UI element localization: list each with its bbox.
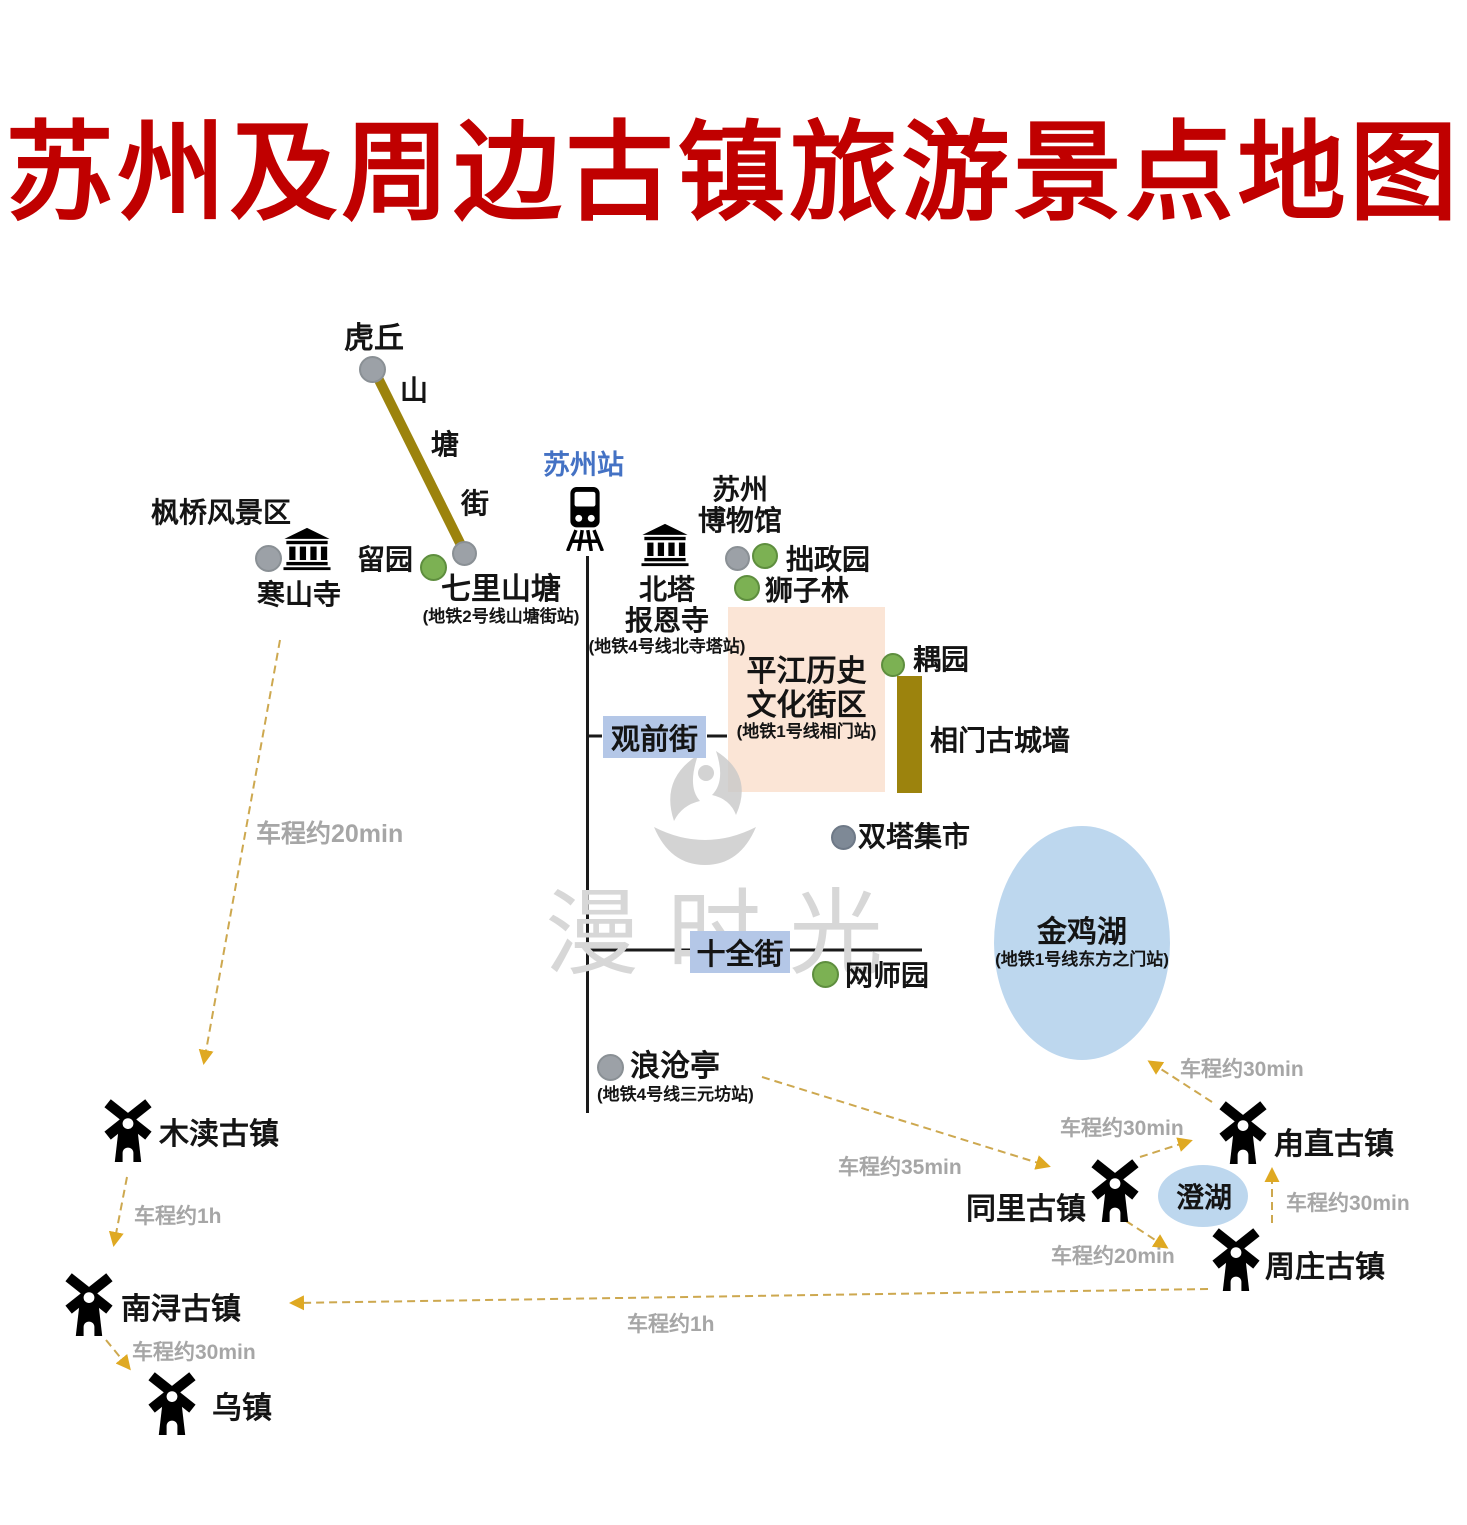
page-title: 苏州及周边古镇旅游景点地图 [5, 112, 1462, 233]
beita-label-line1: 北塔 [638, 574, 695, 605]
route-tongli-luzhi-line [1139, 1137, 1193, 1158]
shiquan-street-text: 十全街 [696, 939, 784, 971]
shizilin-label: 狮子林 [765, 575, 850, 606]
qilishantang-metro-label: (地铁2号线山塘街站) [422, 606, 580, 626]
suzhou-museum-line1: 苏州 [711, 474, 768, 505]
tongli-label: 同里古镇 [966, 1193, 1086, 1226]
canglangting-label: 浪沧亭 [630, 1050, 720, 1083]
guanqian-street-text: 观前街 [610, 724, 698, 756]
pingjiang-block: 平江历史 文化街区 (地铁1号线相门站) [728, 655, 885, 742]
jinjihu-label: 金鸡湖 [1037, 916, 1127, 949]
route-tongli-zhouzhuang-label: 车程约20min [1051, 1245, 1175, 1268]
canglangting-metro-label: (地铁4号线三元坊站) [597, 1085, 754, 1104]
pingjiang-line1: 平江历史 [746, 655, 867, 688]
route-canglangting-tongli-label: 车程约35min [838, 1156, 962, 1179]
guanqian-street-label: 观前街 [603, 716, 706, 758]
route-nanxun-wuzhen-label: 车程约30min [132, 1341, 256, 1364]
tongli-windmill-icon [1085, 1156, 1145, 1222]
liuyuan-dot [420, 554, 447, 581]
nanxun-windmill-icon [59, 1270, 119, 1336]
jinjihu-block: 金鸡湖 (地铁1号线东方之门站) [994, 916, 1170, 969]
beita-museum-icon [641, 523, 689, 567]
huqiu-label: 虎丘 [344, 322, 404, 355]
shantang-char-2: 塘 [431, 429, 460, 460]
museum-dot [725, 546, 750, 571]
route-mudu-nanxun-label: 车程约1h [134, 1205, 222, 1228]
wuzhen-label: 乌镇 [212, 1392, 272, 1425]
ouyuan-label: 耦园 [913, 644, 970, 675]
mudu-label: 木渎古镇 [159, 1118, 279, 1151]
route-zhouzhuang-nanxun-line [289, 1288, 1209, 1311]
qilishantang-dot [452, 541, 477, 566]
route-hanshansi-mudu-label: 车程约20min [256, 820, 404, 848]
shantang-char-1: 山 [400, 375, 429, 406]
pingjiang-metro-label: (地铁1号线相门站) [736, 722, 877, 742]
route-canglangting-tongli-line [761, 1076, 1051, 1170]
cheng-lake-shape [1158, 1165, 1248, 1227]
nanxun-label: 南浔古镇 [121, 1293, 241, 1326]
route-hanshansi-mudu-line [198, 639, 281, 1065]
ouyuan-dot [881, 653, 905, 677]
shantang-char-3: 街 [461, 488, 490, 519]
route-zhouzhuang-nanxun-label: 车程约1h [627, 1313, 715, 1336]
qilishantang-block: 七里山塘 (地铁2号线山塘街站) [415, 573, 587, 626]
luzhi-label: 甪直古镇 [1274, 1128, 1394, 1161]
route-luzhi-jinjihu-label: 车程约30min [1180, 1058, 1304, 1081]
zhuozhengyuan-dot [752, 543, 778, 569]
shiquan-street-label: 十全街 [690, 931, 790, 973]
luzhi-windmill-icon [1213, 1098, 1273, 1164]
zhouzhuang-label: 周庄古镇 [1265, 1251, 1385, 1284]
pingjiang-district-area [728, 607, 885, 792]
hanshansi-museum-icon [283, 527, 331, 571]
route-nanxun-wuzhen-line [105, 1339, 131, 1371]
suzhou-station-label: 苏州站 [543, 450, 624, 480]
wangshiyuan-label: 网师园 [845, 960, 930, 991]
shizilin-dot [734, 575, 760, 601]
xiangmen-wall-label: 相门古城墙 [930, 725, 1071, 756]
jinjihu-metro-label: (地铁1号线东方之门站) [995, 949, 1169, 969]
shuangta-label: 双塔集市 [858, 821, 971, 852]
jinji-lake-shape [994, 826, 1170, 1060]
train-icon [565, 487, 605, 551]
suzhou-museum-block: 苏州 博物馆 [695, 474, 785, 537]
pingjiang-line2: 文化街区 [746, 688, 867, 722]
zhouzhuang-windmill-icon [1206, 1225, 1266, 1291]
route-tongli-luzhi-label: 车程约30min [1060, 1117, 1184, 1140]
liuyuan-label: 留园 [357, 544, 414, 575]
route-mudu-nanxun-line [108, 1176, 128, 1247]
route-tongli-zhouzhuang-line [1125, 1220, 1169, 1249]
beita-label-line2: 报恩寺 [624, 605, 709, 637]
watermark-logo [654, 751, 756, 865]
xiangmen-wall-bar [897, 676, 922, 793]
hanshansi-dot [255, 545, 282, 572]
canglangting-dot [597, 1054, 624, 1081]
wangshiyuan-dot [812, 961, 839, 988]
qilishantang-label: 七里山塘 [441, 573, 561, 606]
hanshansi-label: 寒山寺 [257, 579, 342, 610]
shantang-street-line [371, 371, 466, 548]
wuzhen-windmill-icon [142, 1369, 202, 1435]
shuangta-dot [831, 825, 856, 850]
mudu-windmill-icon [98, 1096, 158, 1162]
zhuozhengyuan-label: 拙政园 [786, 544, 871, 575]
suzhou-museum-line2: 博物馆 [697, 505, 782, 537]
chenghu-label: 澄湖 [1176, 1182, 1233, 1213]
huqiu-dot [359, 356, 386, 383]
fengqiao-label: 枫桥风景区 [151, 497, 292, 528]
beita-metro-label: (地铁4号线北寺塔站) [588, 636, 746, 656]
route-zhouzhuang-luzhi-label: 车程约30min [1286, 1192, 1410, 1215]
beita-block: 北塔 报恩寺 (地铁4号线北寺塔站) [582, 574, 752, 656]
